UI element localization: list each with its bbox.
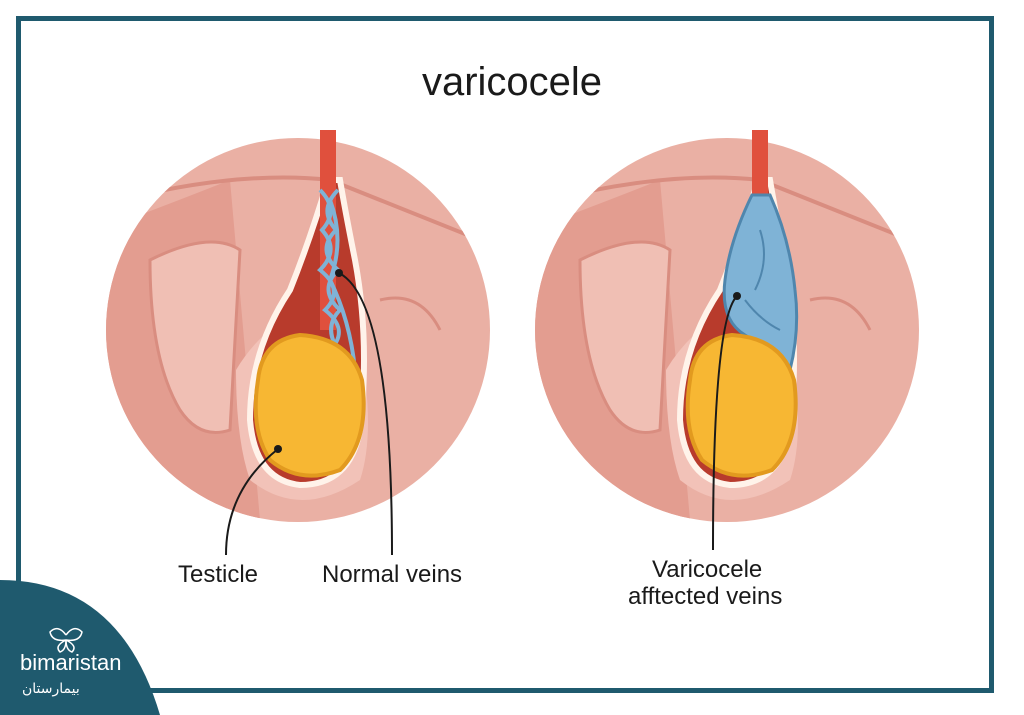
brand-name: bimaristan bbox=[20, 650, 122, 675]
butterfly-icon bbox=[49, 627, 83, 653]
varicocele-anatomy-panel bbox=[535, 130, 919, 551]
diagram-title: varicocele bbox=[421, 60, 603, 104]
left-testicle bbox=[253, 332, 366, 478]
right-testicle bbox=[685, 332, 798, 478]
label-normal-veins: Normal veins bbox=[322, 561, 463, 588]
brand-arabic: بيمارستان bbox=[22, 680, 80, 696]
label-varicocele-line2: afftected veins bbox=[628, 583, 783, 610]
label-testicle: Testicle bbox=[178, 561, 259, 588]
normal-anatomy-panel bbox=[106, 130, 490, 556]
brand-corner-shape bbox=[0, 580, 160, 715]
label-varicocele-line1: Varicocele bbox=[652, 556, 763, 583]
